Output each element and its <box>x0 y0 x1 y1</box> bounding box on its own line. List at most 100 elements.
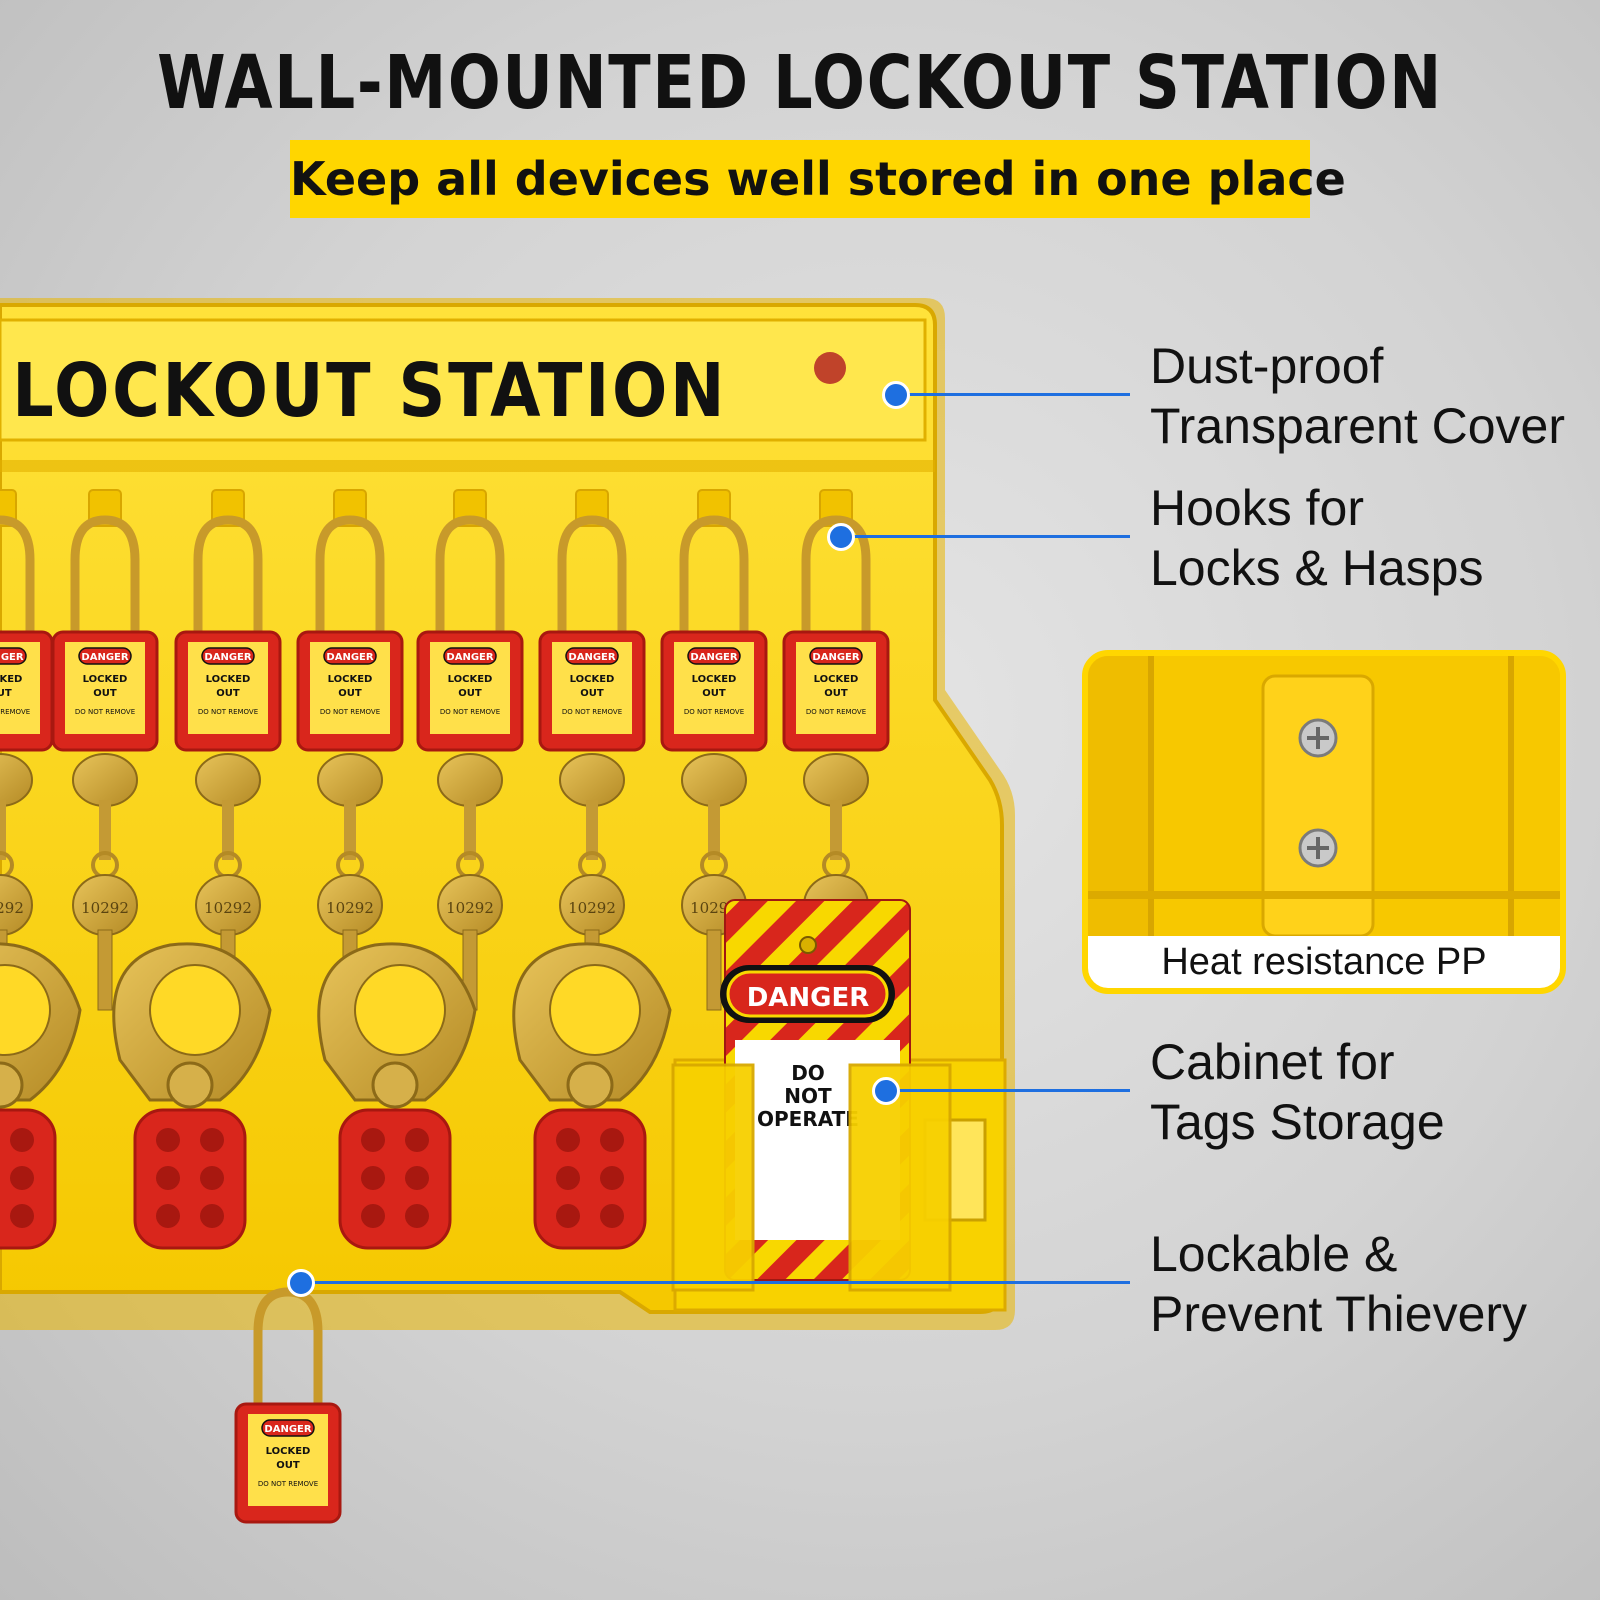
callout-line-hooks <box>840 535 1130 538</box>
hasp-grip <box>133 1108 247 1250</box>
lock-danger-label: DANGER <box>446 652 493 663</box>
lock-label-line2: OUT <box>338 688 362 699</box>
callout-cabinet-line2: Tags Storage <box>1150 1094 1445 1150</box>
lock-label-line3: DO NOT REMOVE <box>75 708 135 716</box>
title-header-panel <box>0 318 927 442</box>
shackle <box>193 515 263 640</box>
padlock: DANGER LOCKED OUT DO NOT REMOVE <box>782 515 890 752</box>
key: 10292 <box>681 753 747 1011</box>
lock-label-line1: LOCKED <box>266 1446 311 1457</box>
lock-label-line3: DO NOT REMOVE <box>684 708 744 716</box>
padlock: DANGER LOCKED OUT DO NOT REMOVE <box>538 515 646 752</box>
lock-label-line1: LOCKED <box>83 674 128 685</box>
shackle <box>70 515 140 640</box>
lock-label-line1: LOCKED <box>814 674 859 685</box>
mounting-hole <box>814 352 846 384</box>
hasp <box>317 942 477 1250</box>
padlock: DANGER LOCKED OUT DO NOT REMOVE <box>296 515 404 752</box>
callout-cover: Dust-proof Transparent Cover <box>1150 336 1565 456</box>
lock-label-line3: DO NOT REMOVE <box>440 708 500 716</box>
key: 10292 <box>72 753 138 1011</box>
lock-danger-label: DANGER <box>568 652 615 663</box>
lock-label-line2: OUT <box>0 688 12 699</box>
lock-danger-label: DANGER <box>81 652 128 663</box>
hasp-grip <box>533 1108 647 1250</box>
key-number: 10292 <box>568 899 616 917</box>
inset-caption: Heat resistance PP <box>1161 941 1487 983</box>
key: 10292 <box>437 753 503 1011</box>
lock-label-line1: LOCKED <box>570 674 615 685</box>
lock-label-line3: DO NOT REMOVE <box>258 1480 318 1488</box>
callout-hooks: Hooks for Locks & Hasps <box>1150 478 1483 598</box>
callout-lockable-line1: Lockable & <box>1150 1226 1398 1282</box>
tag-line2: NOT <box>784 1084 832 1108</box>
shackle <box>435 515 505 640</box>
lock-label-line2: OUT <box>458 688 482 699</box>
shackle <box>0 515 35 640</box>
shackle <box>557 515 627 640</box>
key-number: 10292 <box>0 899 24 917</box>
lock-label-line3: DO NOT REMOVE <box>562 708 622 716</box>
lock-label-line1: LOCKED <box>206 674 251 685</box>
callout-lockable-line2: Prevent Thievery <box>1150 1286 1528 1342</box>
callout-dot-cover <box>882 381 910 409</box>
lock-label-line3: DO NOT REMOVE <box>198 708 258 716</box>
lock-danger-label: DANGER <box>204 652 251 663</box>
hasp <box>0 942 82 1250</box>
lock-label-line3: DO NOT REMOVE <box>320 708 380 716</box>
key-number: 10292 <box>326 899 374 917</box>
tag-line3: OPERATE <box>757 1107 859 1131</box>
lock-label-line3: DO NOT REMOVE <box>806 708 866 716</box>
page-title: WALL-MOUNTED LOCKOUT STATION <box>157 40 1443 126</box>
callout-cabinet-line1: Cabinet for <box>1150 1034 1395 1090</box>
material-detail-image <box>1088 656 1560 988</box>
callout-dot-cabinet <box>872 1077 900 1105</box>
padlock: DANGER LOCKED OUT DO NOT REMOVE <box>0 515 54 752</box>
callout-dot-lockable <box>287 1269 315 1297</box>
hasp <box>112 942 272 1250</box>
lock-danger-label: DANGER <box>326 652 373 663</box>
lock-label-line1: LOCKED <box>328 674 373 685</box>
inset-caption-bar: Heat resistance PP <box>1088 936 1560 988</box>
hasp <box>512 942 672 1250</box>
callout-hooks-line2: Locks & Hasps <box>1150 540 1484 596</box>
lock-label-line2: OUT <box>216 688 240 699</box>
lock-label-line1: LOCKED <box>0 674 22 685</box>
callout-line-lockable <box>300 1281 1130 1284</box>
hasps-row <box>0 942 672 1250</box>
lock-danger-label: DANGER <box>264 1424 311 1435</box>
key-number: 10292 <box>204 899 252 917</box>
lock-label-line2: OUT <box>580 688 604 699</box>
shackle <box>253 1287 323 1412</box>
tag-line1: DO <box>791 1061 825 1085</box>
lock-label-line1: LOCKED <box>692 674 737 685</box>
callout-cover-line1: Dust-proof <box>1150 338 1384 394</box>
lock-label-line2: OUT <box>824 688 848 699</box>
callout-line-cover <box>895 393 1130 396</box>
hasp-grip <box>338 1108 452 1250</box>
callout-line-cabinet <box>885 1089 1130 1092</box>
material-detail-inset: Heat resistance PP <box>1082 650 1566 994</box>
lock-danger-label: DANGER <box>690 652 737 663</box>
board-title: LOCKOUT STATION <box>12 348 727 434</box>
cover-padlock: DANGER LOCKED OUT DO NOT REMOVE <box>234 1287 342 1524</box>
lock-label-line2: OUT <box>276 1460 300 1471</box>
tag-danger-label: DANGER <box>747 983 870 1013</box>
padlock: DANGER LOCKED OUT DO NOT REMOVE <box>416 515 524 752</box>
danger-tag: DANGER DO NOT OPERATE <box>671 899 952 1292</box>
key-number: 10292 <box>446 899 494 917</box>
lock-label-line1: LOCKED <box>448 674 493 685</box>
lock-danger-label: DANGER <box>812 652 859 663</box>
callout-dot-hooks <box>827 523 855 551</box>
subtitle-text: Keep all devices well stored in one plac… <box>290 152 1346 206</box>
subtitle-banner: Keep all devices well stored in one plac… <box>290 140 1346 218</box>
lock-danger-label: DANGER <box>0 652 24 663</box>
shackle <box>315 515 385 640</box>
callout-hooks-line1: Hooks for <box>1150 480 1364 536</box>
shackle <box>679 515 749 640</box>
lock-label-line3: DO NOT REMOVE <box>0 708 30 716</box>
callout-lockable: Lockable & Prevent Thievery <box>1150 1224 1527 1344</box>
